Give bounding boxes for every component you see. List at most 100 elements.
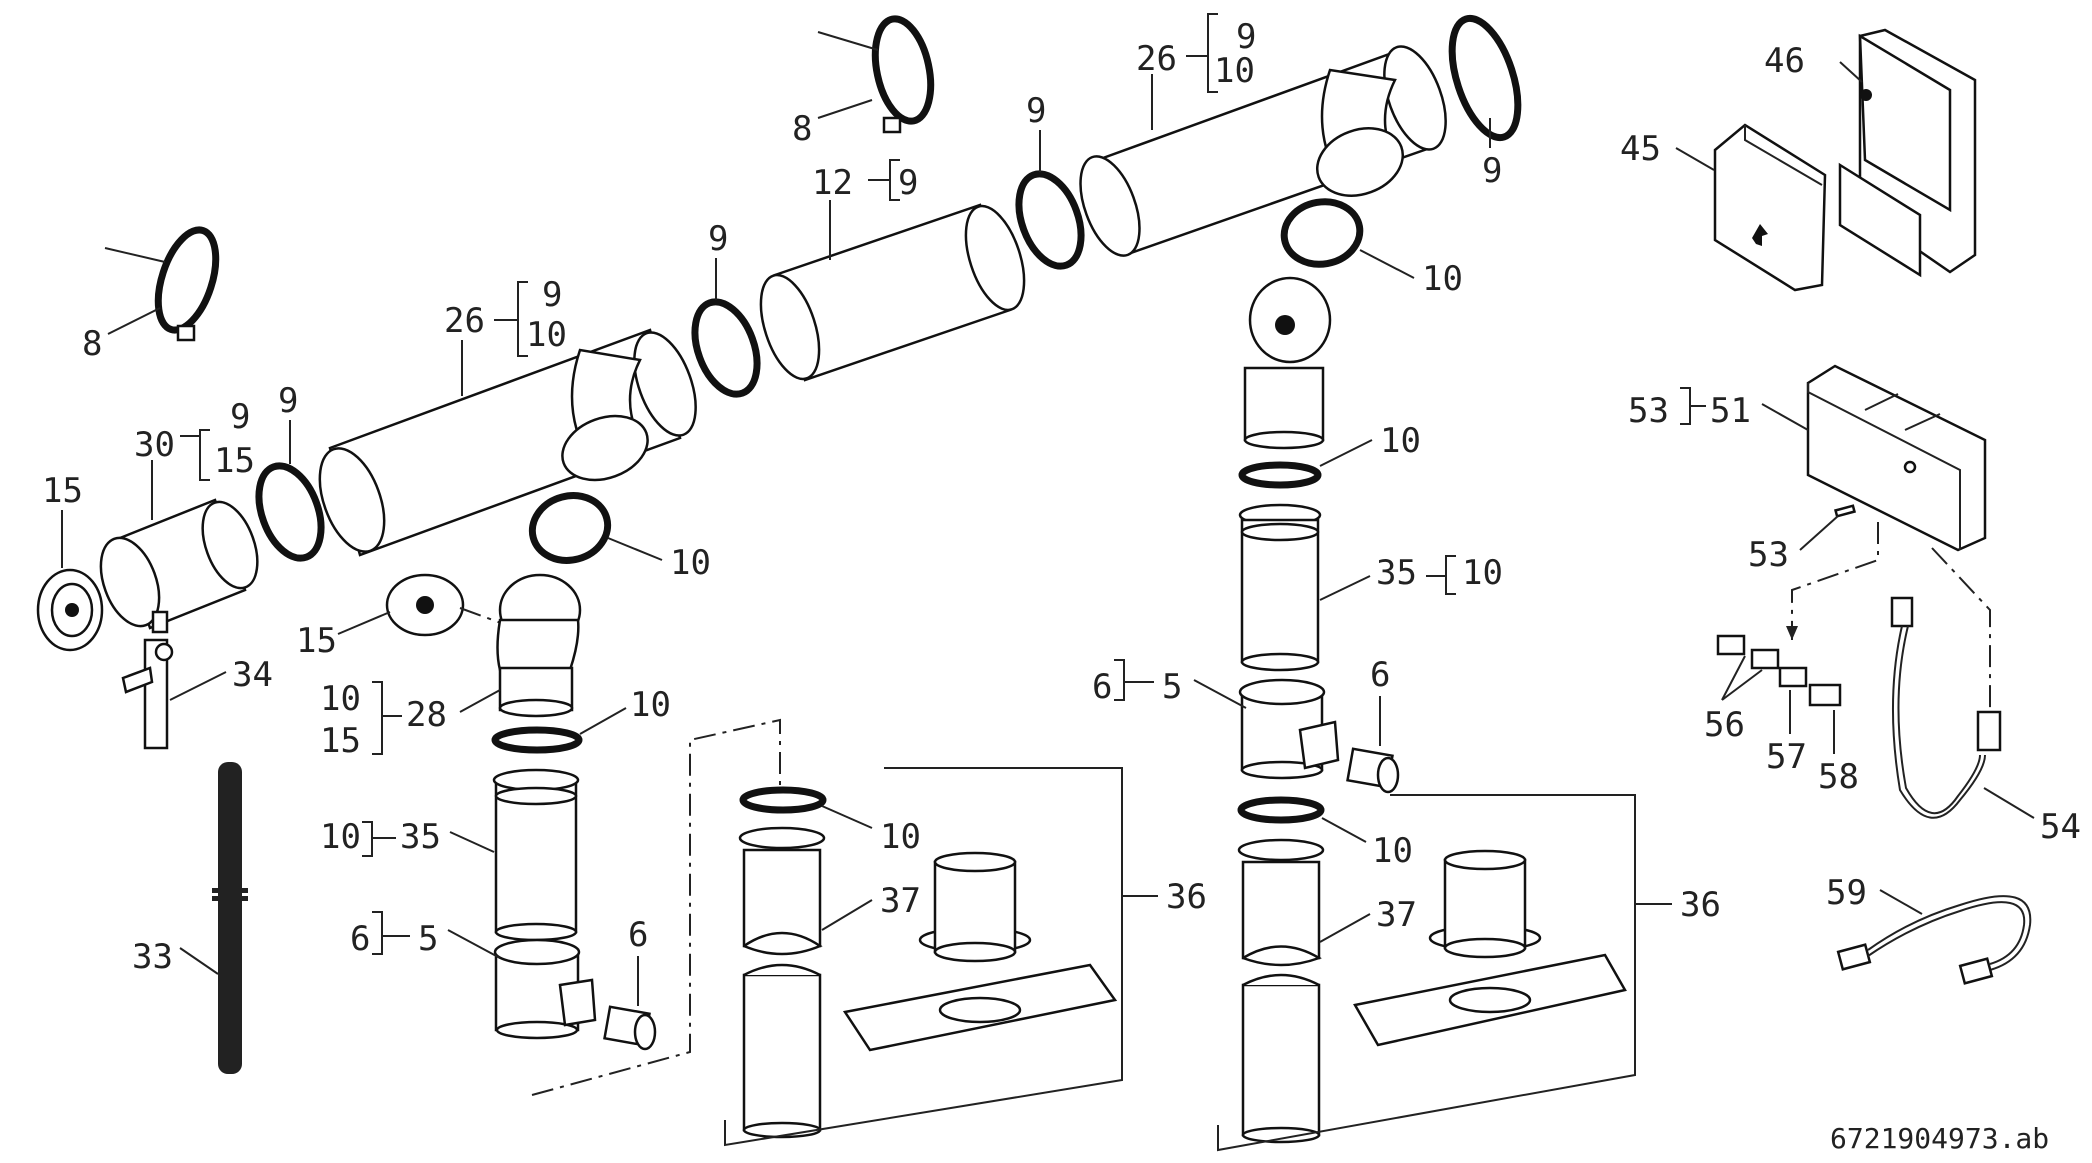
controller-cover-45 bbox=[1713, 123, 1827, 292]
gasket-10-a bbox=[528, 492, 612, 564]
label-5-left: 5 bbox=[418, 919, 438, 959]
pipe-part-35-right bbox=[1238, 503, 1322, 672]
inspection-piece-5-right bbox=[1238, 678, 1340, 780]
label-28-ref-15: 15 bbox=[320, 721, 361, 761]
label-12-ref-9: 9 bbox=[898, 163, 918, 203]
label-26-right-ref-9: 9 bbox=[1236, 17, 1256, 57]
gasket-10-f bbox=[1237, 796, 1325, 824]
label-45: 45 bbox=[1620, 129, 1661, 169]
label-10-f: 10 bbox=[1372, 831, 1413, 871]
bend-right-upper bbox=[1243, 276, 1332, 450]
label-9-a: 9 bbox=[278, 381, 298, 421]
hose-part-33 bbox=[212, 762, 248, 1074]
label-26-left-ref-10: 10 bbox=[526, 315, 567, 355]
label-57: 57 bbox=[1766, 737, 1807, 777]
dash-line-left bbox=[531, 718, 781, 1096]
label-30: 30 bbox=[134, 425, 175, 465]
label-5-right-ref-6: 6 bbox=[1092, 667, 1112, 707]
clamp-part-8-left bbox=[104, 226, 220, 342]
bracket-36-right bbox=[1217, 794, 1636, 1152]
roof-flashing-36-left bbox=[842, 851, 1118, 1052]
label-8-left: 8 bbox=[82, 324, 102, 364]
roof-pipe-37-right bbox=[1237, 838, 1325, 1144]
label-28-ref-10: 10 bbox=[320, 679, 361, 719]
label-28: 28 bbox=[406, 695, 447, 735]
inspection-piece-5-left bbox=[493, 938, 597, 1040]
label-35-right-ref-10: 10 bbox=[1462, 553, 1503, 593]
label-36-left: 36 bbox=[1166, 877, 1207, 917]
label-9-c: 9 bbox=[1026, 91, 1046, 131]
label-35-right: 35 bbox=[1376, 553, 1417, 593]
label-26-right-ref-10: 10 bbox=[1214, 51, 1255, 91]
fuse-part-53 bbox=[1833, 504, 1857, 518]
cable-part-59 bbox=[1836, 895, 2032, 985]
label-34: 34 bbox=[232, 655, 273, 695]
label-5-right: 5 bbox=[1162, 667, 1182, 707]
roof-flashing-36-right bbox=[1353, 849, 1627, 1047]
label-53: 53 bbox=[1748, 535, 1789, 575]
label-30-ref-9: 9 bbox=[230, 397, 250, 437]
label-9-b: 9 bbox=[708, 219, 728, 259]
pipe-part-35-left bbox=[492, 768, 580, 942]
label-46: 46 bbox=[1764, 41, 1805, 81]
gasket-10-d bbox=[739, 786, 827, 814]
gasket-10-c bbox=[491, 726, 583, 754]
label-10-a: 10 bbox=[670, 543, 711, 583]
drawing-reference-number: 6721904973.ab bbox=[1830, 1122, 2049, 1155]
pipe-part-12 bbox=[759, 203, 1026, 382]
label-33: 33 bbox=[132, 937, 173, 977]
gasket-10-e bbox=[1238, 461, 1322, 489]
bracket-36-left bbox=[724, 767, 1123, 1147]
cap-part-6-left bbox=[603, 1005, 657, 1051]
adapter-part-30 bbox=[99, 498, 259, 634]
label-15-center: 15 bbox=[296, 621, 337, 661]
gasket-9-c bbox=[1015, 170, 1085, 270]
gasket-9-d bbox=[1448, 14, 1522, 142]
clamp-part-8-top bbox=[817, 15, 935, 134]
label-15-left: 15 bbox=[42, 471, 83, 511]
label-12: 12 bbox=[812, 163, 853, 203]
dash-line-module bbox=[1791, 522, 1879, 640]
cap-part-6-right bbox=[1346, 747, 1400, 794]
terminal-cap-15-left bbox=[36, 568, 104, 652]
label-26-left-ref-9: 9 bbox=[542, 275, 562, 315]
label-37-right: 37 bbox=[1376, 895, 1417, 935]
label-5-left-ref-6: 6 bbox=[350, 919, 370, 959]
label-59: 59 bbox=[1826, 873, 1867, 913]
connector-57 bbox=[1778, 666, 1808, 688]
label-6-left: 6 bbox=[628, 915, 648, 955]
label-36-right: 36 bbox=[1680, 885, 1721, 925]
label-58: 58 bbox=[1818, 757, 1859, 797]
label-51: 51 bbox=[1710, 391, 1751, 431]
gasket-10-b bbox=[1280, 198, 1364, 268]
label-8-top: 8 bbox=[792, 109, 812, 149]
tee-pipe-26-left bbox=[318, 328, 697, 557]
roof-pipe-37-left bbox=[738, 826, 826, 1139]
gasket-9-b bbox=[691, 298, 761, 398]
module-part-51 bbox=[1806, 364, 1987, 552]
label-30-ref-15: 15 bbox=[214, 441, 255, 481]
terminal-cap-15-center bbox=[385, 573, 465, 637]
label-10-c: 10 bbox=[630, 685, 671, 725]
label-6-right: 6 bbox=[1370, 655, 1390, 695]
cable-part-54 bbox=[1890, 596, 2002, 819]
label-10-b: 10 bbox=[1422, 259, 1463, 299]
connector-56 bbox=[1716, 634, 1780, 670]
label-56: 56 bbox=[1704, 705, 1745, 745]
bend-part-28 bbox=[496, 573, 582, 718]
label-54: 54 bbox=[2040, 807, 2081, 847]
connector-58 bbox=[1808, 683, 1842, 707]
label-9-d: 9 bbox=[1482, 151, 1502, 191]
label-10-e: 10 bbox=[1380, 421, 1421, 461]
tee-pipe-26-right bbox=[1079, 45, 1447, 257]
drain-part-34 bbox=[121, 638, 174, 750]
label-35-left: 35 bbox=[400, 817, 441, 857]
label-51-ref-53: 53 bbox=[1628, 391, 1669, 431]
gasket-9-a bbox=[255, 462, 325, 562]
label-10-d: 10 bbox=[880, 817, 921, 857]
controller-housing-46 bbox=[1838, 28, 1977, 278]
label-35-left-ref-10: 10 bbox=[320, 817, 361, 857]
label-26-left: 26 bbox=[444, 301, 485, 341]
dash-line-cable bbox=[1931, 547, 1991, 708]
